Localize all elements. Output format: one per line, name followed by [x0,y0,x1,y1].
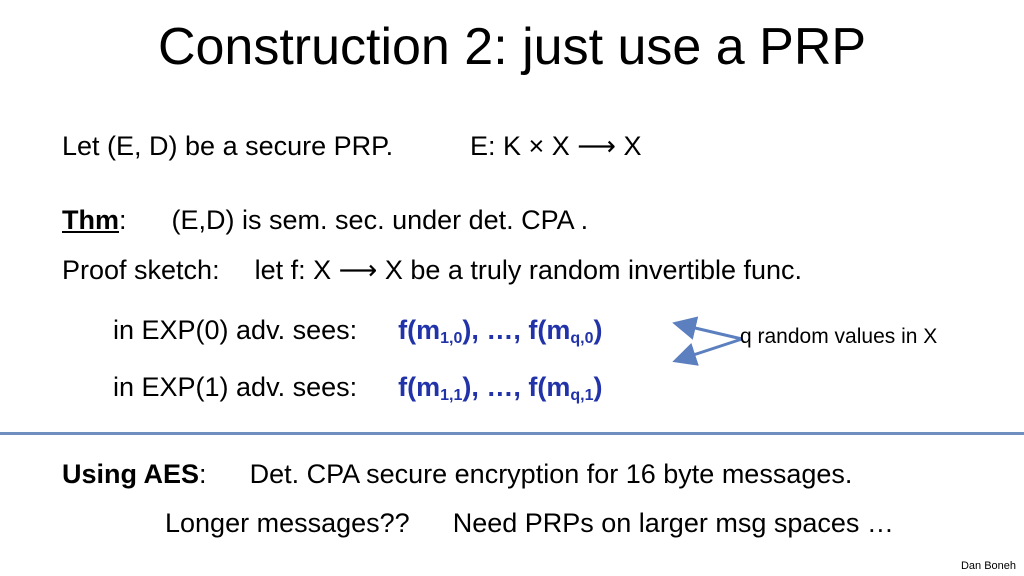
exp1-line: in EXP(1) adv. sees: f(m1,1), …, f(mq,1) [113,369,603,414]
longer-answer: Need PRPs on larger msg spaces … [452,508,894,538]
proof-text: let f: X ⟶ X be a truly random invertibl… [254,255,803,285]
longer-line: Longer messages?? Need PRPs on larger ms… [165,505,894,541]
theorem-label: Thm [62,205,119,235]
exp0-prefix: in EXP(0) adv. sees: [113,315,358,345]
author-credit: Dan Boneh [960,560,1016,572]
exp1-prefix: in EXP(1) adv. sees: [113,372,358,402]
aes-label: Using AES [62,459,200,489]
aes-text: Det. CPA secure encryption for 16 byte m… [249,459,853,489]
exp0-values: f(m1,0), …, f(mq,0) [398,315,603,347]
random-values-note: q random values in X [740,325,938,348]
double-arrow-icon [672,316,743,366]
aes-line: Using AES: Det. CPA secure encryption fo… [62,456,852,492]
signature-line: E: K × X ⟶ X [470,128,642,164]
let-statement: Let (E, D) be a secure PRP. [62,131,394,161]
longer-question: Longer messages?? [165,508,410,538]
proof-label: Proof sketch: [62,255,220,285]
theorem-line: Thm: (E,D) is sem. sec. under det. CPA . [62,202,588,238]
aes-colon: : [199,459,207,489]
encryption-signature: E: K × X ⟶ X [470,131,642,161]
proof-line: Proof sketch: let f: X ⟶ X be a truly ra… [62,252,802,288]
slide-title: Construction 2: just use a PRP [157,18,867,76]
theorem-colon: : [119,205,127,235]
exp0-line: in EXP(0) adv. sees: f(m1,0), …, f(mq,0) [113,312,603,357]
theorem-text: (E,D) is sem. sec. under det. CPA . [171,205,589,235]
let-line: Let (E, D) be a secure PRP. [62,128,393,164]
exp1-values: f(m1,1), …, f(mq,1) [398,372,603,404]
section-divider [0,432,1024,435]
